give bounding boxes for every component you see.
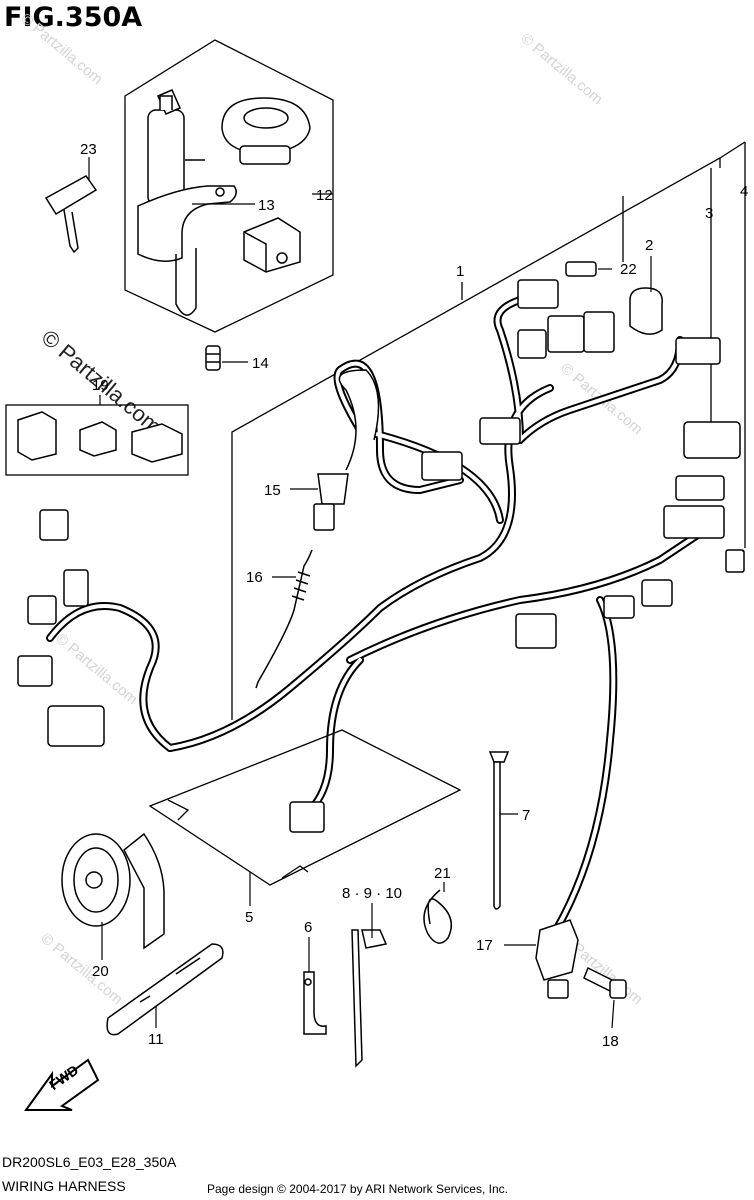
- screw-icon: [205, 345, 221, 371]
- watermark-top-left: © Partzilla.com: [17, 10, 105, 88]
- lock-cap-icon: [221, 97, 311, 165]
- callout-6: 6: [304, 919, 312, 936]
- callout-17: 17: [476, 937, 493, 954]
- watermark-left-mid: © Partzilla.com: [52, 630, 140, 708]
- section-name: WIRING HARNESS: [2, 1178, 126, 1194]
- callout-12: 12: [316, 187, 333, 204]
- bolt-icon: [583, 966, 627, 999]
- callout-13: 13: [258, 197, 275, 214]
- callout-4: 4: [740, 183, 748, 200]
- figure-title: FIG.350A: [4, 2, 143, 33]
- sensor-icon: [535, 919, 579, 999]
- clamp-icon: [106, 943, 224, 1036]
- wire-clip-icon: [423, 889, 453, 944]
- rear-brake-switch-icon: [313, 369, 380, 531]
- callout-1: 1: [456, 263, 464, 280]
- model-code: DR200SL6_E03_E28_350A: [2, 1154, 177, 1170]
- callout-7: 7: [522, 807, 530, 824]
- watermark-top-right: © Partzilla.com: [517, 30, 605, 108]
- harness-clamp-box: [148, 729, 462, 886]
- callout-19: 19: [92, 377, 109, 394]
- copyright-notice: Page design © 2004-2017 by ARI Network S…: [206, 1182, 508, 1196]
- relay-set-box: [5, 404, 189, 476]
- callout-16: 16: [246, 569, 263, 586]
- callout-14: 14: [252, 355, 269, 372]
- callout-3: 3: [705, 205, 713, 222]
- forward-direction-arrow: FWD: [24, 1058, 100, 1111]
- watermark-bottom-left: © Partzilla.com: [37, 930, 125, 1008]
- callout-18: 18: [602, 1033, 619, 1050]
- bracket-clamp-icon: [303, 971, 327, 1035]
- callout-2: 2: [645, 237, 653, 254]
- callout-labels: 1 2 3 4 5 6 7 8 · 9 · 10 11 12 13 14 15 …: [80, 141, 748, 1050]
- cable-tie-icon: [351, 929, 388, 1068]
- callout-21: 21: [434, 865, 451, 882]
- spring-icon: [255, 549, 313, 689]
- harness-assembly-box: [231, 141, 746, 720]
- callout-20: 20: [92, 963, 109, 980]
- callout-22: 22: [620, 261, 637, 278]
- ignition-switch-set-box: [124, 39, 334, 333]
- horn-icon: [61, 832, 165, 950]
- callout-15: 15: [264, 482, 281, 499]
- callout-8-9-10: 8 · 9 · 10: [342, 885, 402, 902]
- switch-cover-icon: [243, 217, 301, 273]
- leader-lines: [88, 157, 744, 1029]
- long-cable-tie-icon: [488, 751, 510, 910]
- callout-23: 23: [80, 141, 97, 158]
- callout-11: 11: [148, 1031, 164, 1048]
- main-wiring-harness-core: [48, 298, 722, 942]
- harness-bracket-lines: [461, 142, 746, 548]
- callout-5: 5: [245, 909, 253, 926]
- key-icon: [44, 175, 98, 254]
- harness-connectors: [17, 261, 745, 833]
- ignition-switch-icon: [137, 89, 237, 316]
